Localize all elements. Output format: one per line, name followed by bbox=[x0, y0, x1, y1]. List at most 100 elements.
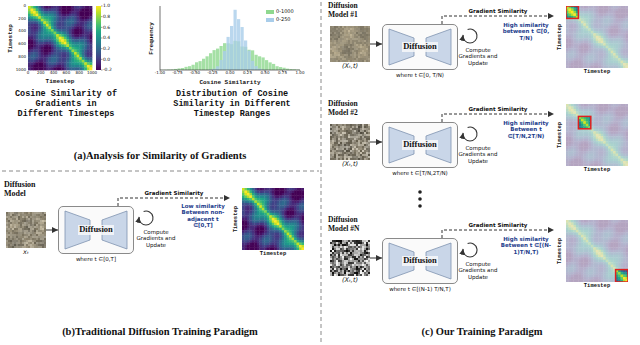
tick-label: 600 bbox=[18, 42, 26, 47]
input-image: (Xₜ,t) bbox=[330, 26, 370, 70]
highlight-box bbox=[616, 270, 628, 282]
axis-title: Frequency bbox=[149, 22, 156, 54]
model-outline: Diffusion bbox=[382, 238, 458, 284]
model-label: Diffusion bbox=[402, 256, 438, 266]
tick-label: 0.50 bbox=[261, 71, 270, 76]
loop-note: Compute Gradients and Update bbox=[458, 261, 498, 280]
similarity-heatmap bbox=[28, 6, 92, 70]
legend-text: 0-250 bbox=[276, 16, 291, 22]
colorbar-tick: 0.6 bbox=[103, 25, 110, 30]
colorbar bbox=[96, 6, 101, 70]
model-outline: Diffusion bbox=[382, 24, 458, 70]
heatmap-image bbox=[566, 220, 628, 282]
flow-arrow bbox=[370, 44, 382, 45]
tick-label: -0.25 bbox=[207, 71, 217, 76]
similarity-heatmap: TimestepTimestep bbox=[230, 186, 306, 264]
chart-title: Cosine Similarity of Gradients in Differ… bbox=[12, 90, 120, 119]
heatmap-image bbox=[242, 188, 304, 250]
diffusion-model-box: Diffusionwhere t ∈[0,T] bbox=[58, 206, 134, 262]
legend-entry: 0-250 bbox=[266, 17, 291, 23]
axis-title: Timestep bbox=[242, 251, 304, 257]
timestep-range: where t ∈[0,T] bbox=[46, 256, 146, 262]
loop-note: Compute Gradients and Update bbox=[458, 145, 498, 164]
axis-title: Timestep bbox=[566, 167, 628, 173]
input-image: (Xₜ,t) bbox=[330, 124, 370, 168]
flow-arrow bbox=[46, 230, 58, 231]
axis-title: Timestep bbox=[46, 79, 75, 86]
tick-label: 600 bbox=[63, 71, 71, 76]
colorbar-tick: 0.4 bbox=[103, 35, 110, 40]
tick-label: 200 bbox=[37, 71, 45, 76]
ellipsis-dot bbox=[418, 204, 422, 208]
tick-label: 1000 bbox=[16, 68, 26, 73]
model-label: Diffusion bbox=[78, 225, 114, 235]
tick-label: 800 bbox=[75, 71, 83, 76]
ellipsis-dot bbox=[418, 197, 422, 201]
axis-title: Timestep bbox=[233, 206, 239, 232]
histogram bbox=[160, 6, 300, 72]
input-caption: xₜ bbox=[6, 249, 46, 256]
tick-label: -1.00 bbox=[155, 71, 165, 76]
tick-label: 0 bbox=[23, 4, 26, 9]
heatmap-image bbox=[566, 6, 628, 68]
diffusion-model-box: Diffusionwhere t ∈[0, T/N) bbox=[382, 24, 458, 78]
input-image: xₜ bbox=[6, 212, 46, 256]
similarity-note: High similarity Between t ∈[(N-1)T/N,T) bbox=[500, 236, 552, 255]
flow-arrow bbox=[370, 142, 382, 143]
axis-title: Timestep bbox=[566, 283, 628, 289]
input-caption: (Xₜ,t) bbox=[330, 63, 370, 70]
axis-title: Timestep bbox=[557, 238, 563, 264]
similarity-heatmap: TimestepTimestep bbox=[554, 218, 630, 296]
flow-arrow bbox=[370, 258, 382, 259]
model-name: Diffusion Model bbox=[4, 180, 52, 198]
similarity-heatmap: TimestepTimestep bbox=[554, 4, 630, 82]
axis-title: Timestep bbox=[557, 24, 563, 50]
tick-label: 0 bbox=[27, 71, 30, 76]
tick-label: 1000 bbox=[87, 71, 97, 76]
similarity-note: Low similarity Between non-adjacent t ∈[… bbox=[178, 203, 228, 228]
diffusion-model-box: Diffusionwhere t ∈[T/N,2T/N) bbox=[382, 122, 458, 176]
photo-patch bbox=[330, 240, 370, 276]
update-loop bbox=[139, 211, 153, 225]
legend-swatch bbox=[266, 18, 274, 22]
tick-label: 1.00 bbox=[296, 71, 305, 76]
tick-label: 0.00 bbox=[226, 71, 235, 76]
tick-label: 0.75 bbox=[278, 71, 287, 76]
chart-title: Distribution of Cosine Similarity in Dif… bbox=[162, 90, 302, 119]
legend-entry: 0-1000 bbox=[266, 9, 294, 15]
model-label: Diffusion bbox=[402, 42, 438, 52]
ellipsis-dot bbox=[418, 190, 422, 194]
photo-patch bbox=[6, 212, 46, 248]
colorbar-tick: 0.0 bbox=[103, 57, 110, 62]
similarity-heatmap: TimestepTimestep bbox=[554, 102, 630, 180]
colorbar-tick: 0.2 bbox=[103, 46, 110, 51]
model-outline: Diffusion bbox=[382, 122, 458, 168]
colorbar-tick: 1.0 bbox=[103, 3, 110, 8]
legend-text: 0-1000 bbox=[276, 8, 294, 14]
model-name: Diffusion Model #N bbox=[328, 216, 378, 233]
input-image: (Xₜ,t) bbox=[330, 240, 370, 284]
edge-label: Gradient Similarity bbox=[468, 106, 529, 112]
timestep-range: where t ∈[(N-1) T/N,T) bbox=[370, 286, 470, 292]
tick-label: 200 bbox=[18, 17, 26, 22]
panel-separator bbox=[2, 171, 319, 172]
photo-patch bbox=[330, 26, 370, 62]
tick-label: -0.75 bbox=[172, 71, 182, 76]
tick-label: 400 bbox=[50, 71, 58, 76]
similarity-note: High similarity between t ∈[0, T/N) bbox=[500, 22, 552, 41]
legend-swatch bbox=[266, 10, 274, 14]
edge-label: Gradient Similarity bbox=[468, 8, 529, 14]
colorbar-tick: 0.8 bbox=[103, 14, 110, 19]
update-loop bbox=[463, 29, 477, 43]
model-label: Diffusion bbox=[402, 140, 438, 150]
axis-title: Timestep bbox=[8, 24, 15, 53]
highlight-box bbox=[566, 6, 578, 18]
tick-label: 400 bbox=[18, 29, 26, 34]
tick-label: 800 bbox=[18, 55, 26, 60]
edge-label: Gradient Similarity bbox=[144, 190, 205, 196]
axis-title: Timestep bbox=[557, 122, 563, 148]
timestep-range: where t ∈[T/N,2T/N) bbox=[370, 170, 470, 176]
diffusion-model-box: Diffusionwhere t ∈[(N-1) T/N,T) bbox=[382, 238, 458, 292]
